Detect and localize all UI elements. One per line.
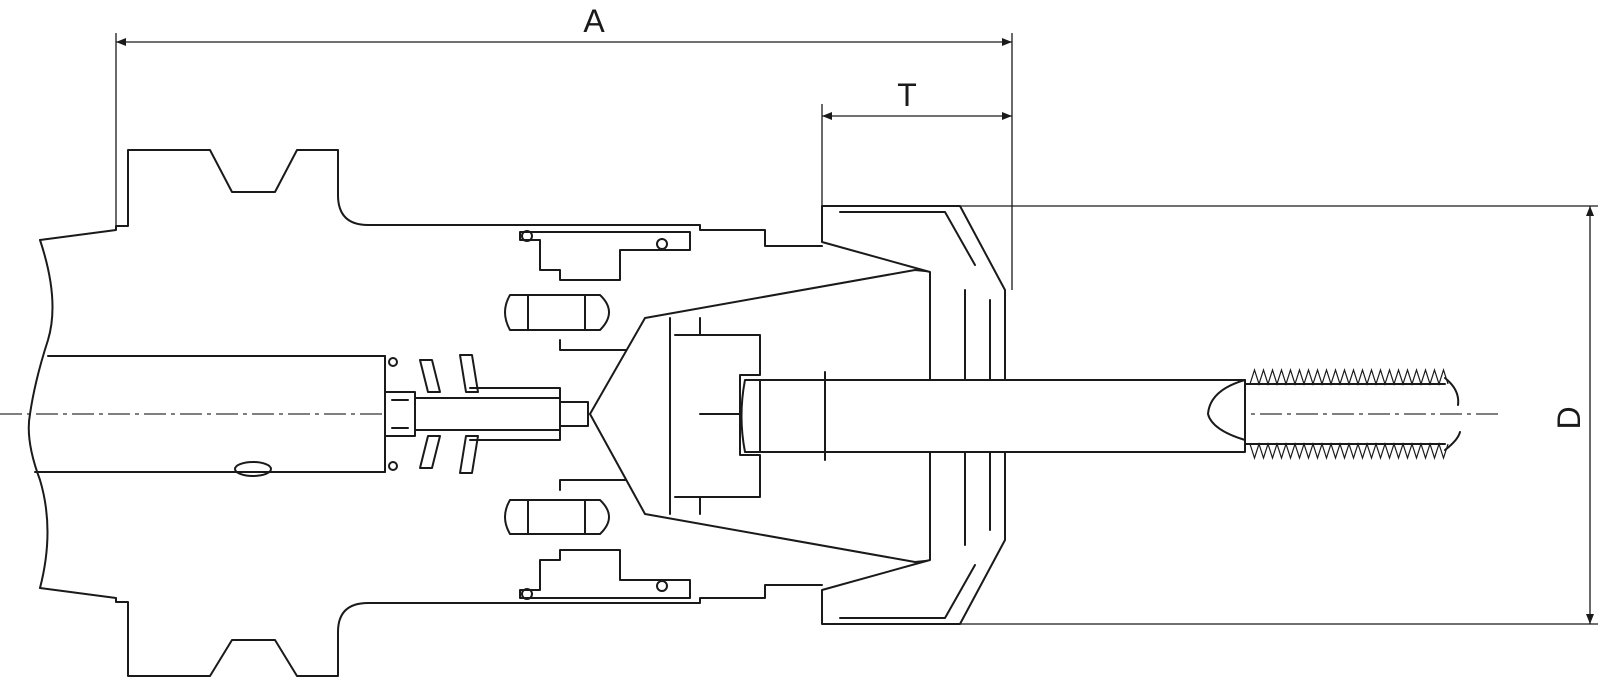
- tap-threads: [1249, 368, 1449, 460]
- dimension-label-t: T: [897, 77, 917, 113]
- holder-body: [27, 149, 823, 677]
- dimension-a: A: [115, 3, 1013, 290]
- dimension-t: T: [821, 77, 1012, 206]
- upper-rollers: [504, 230, 691, 351]
- spindle-stud: [384, 354, 589, 474]
- dimension-d: D: [960, 205, 1598, 625]
- lower-rollers: [504, 479, 691, 600]
- dimension-label-a: A: [583, 3, 605, 39]
- vent-hole: [234, 461, 272, 477]
- tap-tool: [699, 368, 1461, 461]
- dimension-label-d: D: [1551, 406, 1587, 429]
